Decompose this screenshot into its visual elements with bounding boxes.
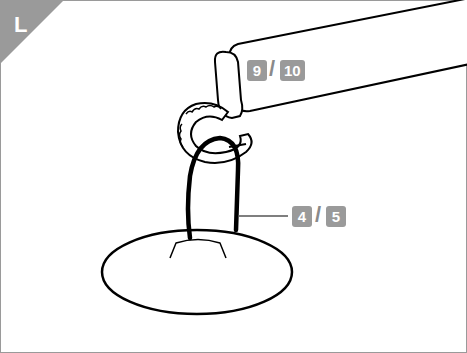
callout-separator: / [315, 204, 321, 226]
callout-number: 9 [247, 60, 267, 81]
callout-number: 4 [292, 206, 312, 227]
callout-number: 5 [326, 206, 346, 227]
callout-separator: / [269, 58, 275, 80]
panel-letter: L [14, 14, 27, 36]
callout-number: 10 [280, 60, 305, 81]
